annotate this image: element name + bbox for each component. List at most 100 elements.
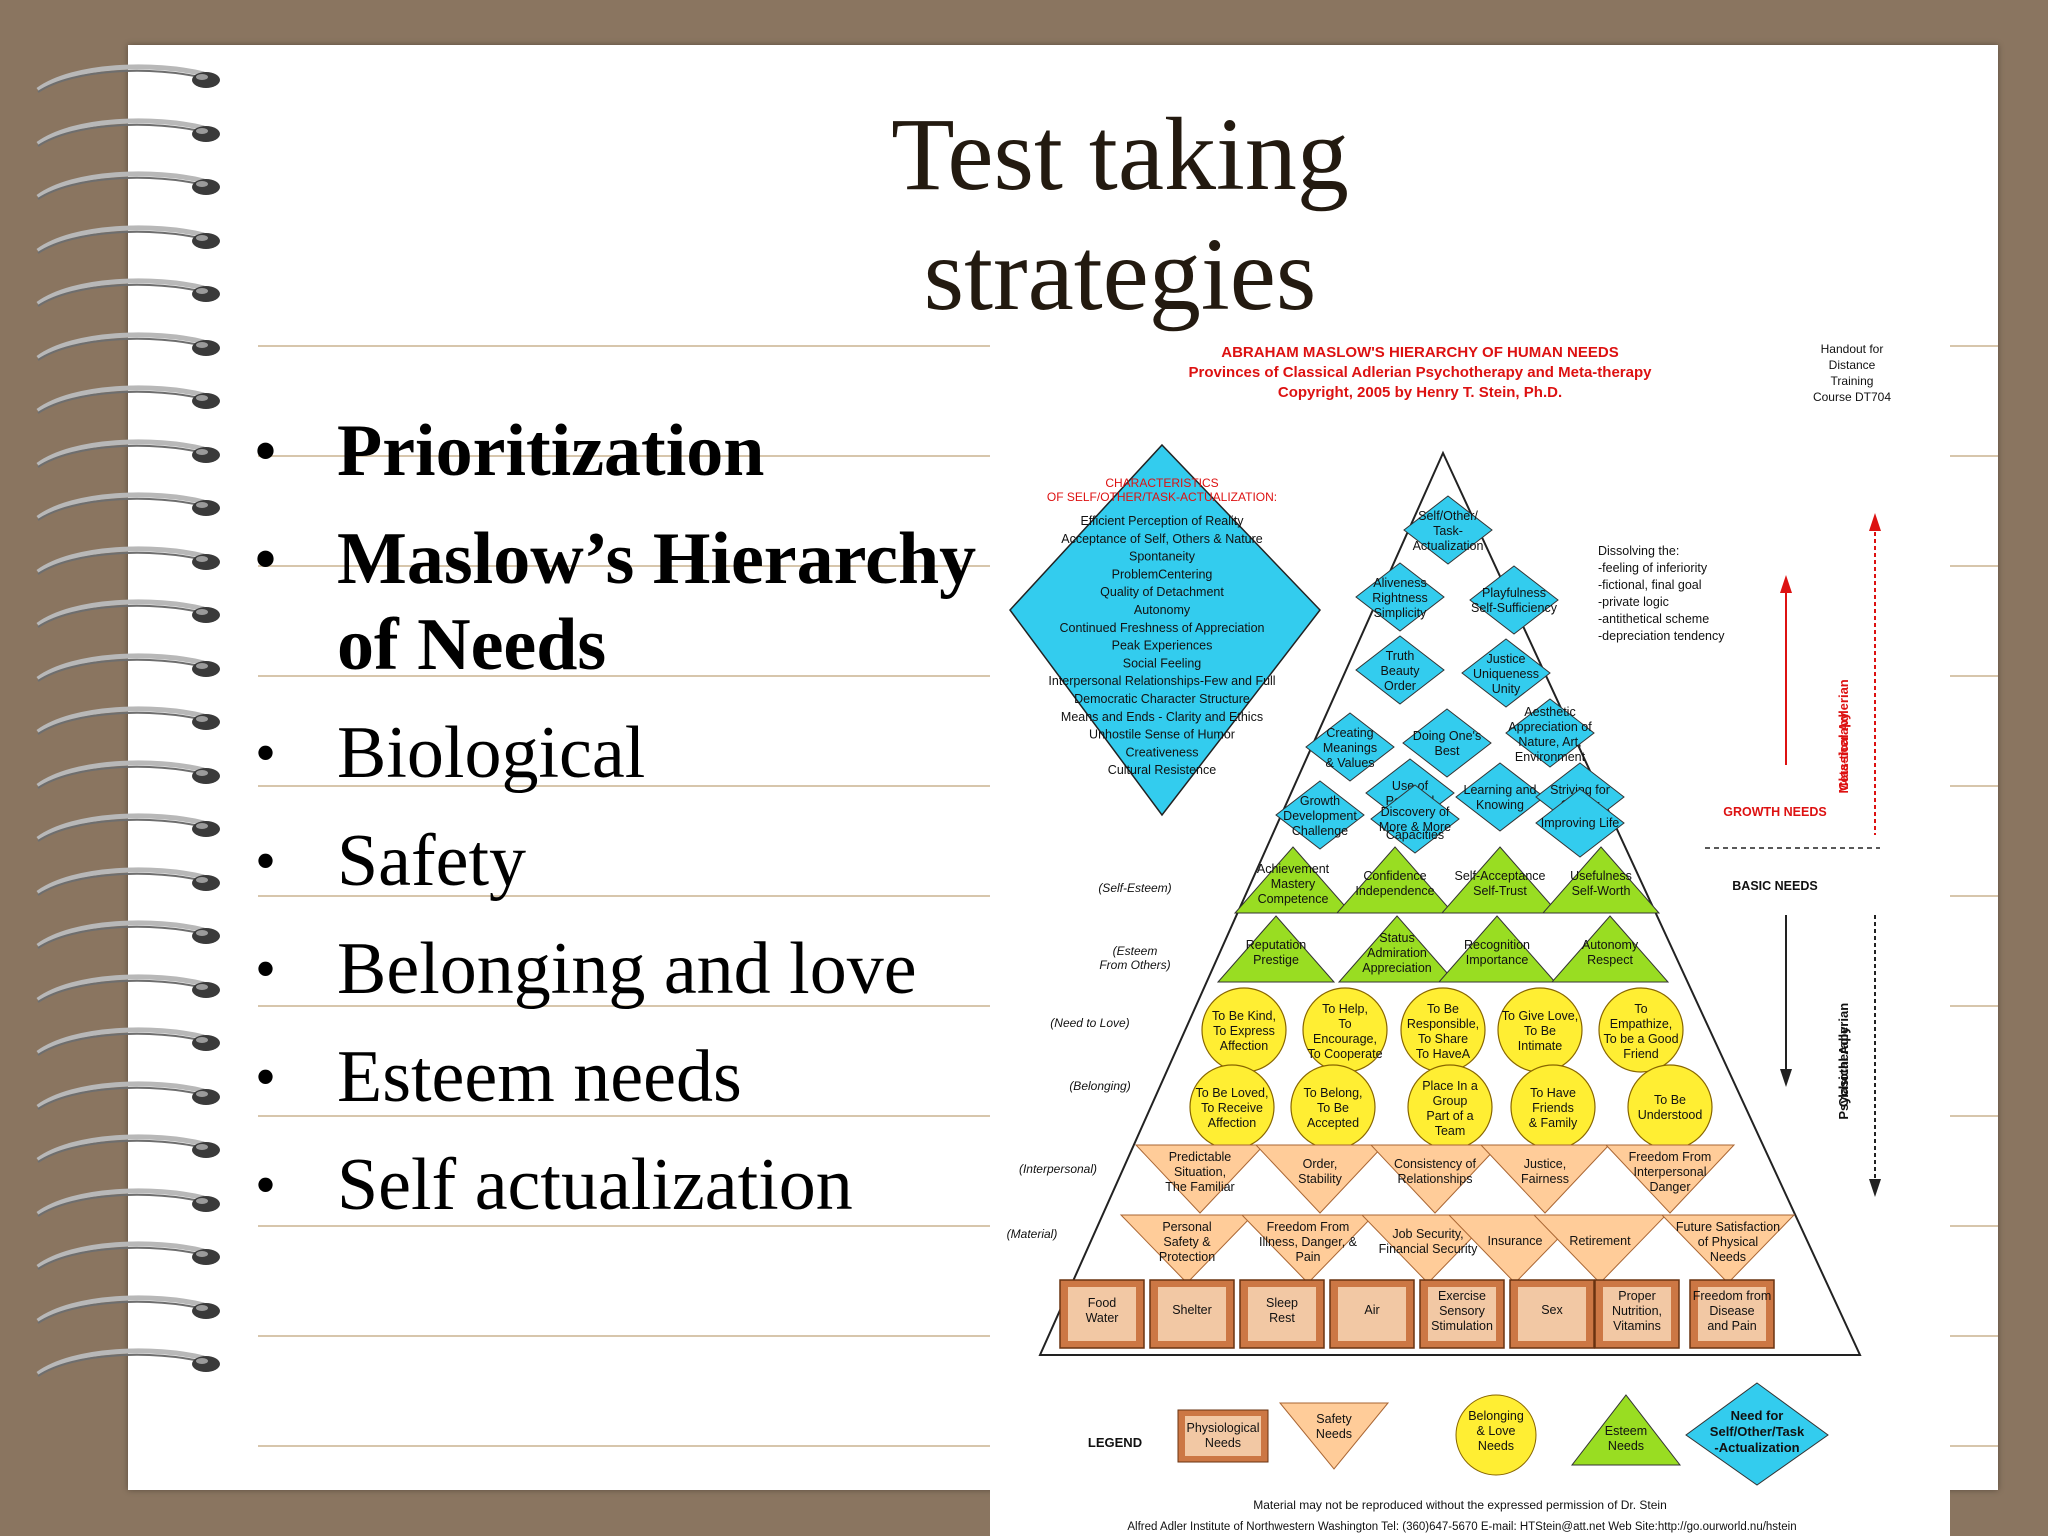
love-need-label: To Give Love, — [1502, 1009, 1578, 1023]
physiological-need-inner — [1248, 1287, 1316, 1341]
footer-contact: Alfred Adler Institute of Northwestern W… — [1127, 1521, 1796, 1533]
belonging-need-label: & Family — [1529, 1116, 1578, 1130]
characteristics-item: Efficient Perception of Reality — [1080, 514, 1244, 528]
interpersonal-need-label: Interpersonal — [1634, 1165, 1707, 1179]
bullet-item: •Self actualization — [255, 1142, 1015, 1228]
love-need-label: Empathize, — [1610, 1017, 1673, 1031]
growth-need-diamond — [1455, 762, 1545, 832]
growth-need-label: Beauty — [1381, 664, 1421, 678]
physiological-need-inner — [1338, 1287, 1406, 1341]
esteem-others-label: Recognition — [1464, 938, 1530, 952]
meta-therapy-label: Classical Adlerian — [1836, 679, 1851, 791]
love-need-label: To Be — [1524, 1024, 1556, 1038]
binding-ring — [34, 1184, 224, 1230]
growth-need-diamond — [1461, 638, 1551, 708]
characteristics-item: Unhostile Sense of Humor — [1089, 728, 1235, 742]
love-need-label: Encourage, — [1313, 1032, 1377, 1046]
legend-label: LEGEND — [1088, 1435, 1142, 1450]
love-need-label: To Express — [1213, 1024, 1275, 1038]
dissolving-item: -private logic — [1598, 595, 1669, 609]
spiral-binding — [0, 0, 230, 1536]
bullet-text: Safety — [337, 820, 527, 902]
material-need-label: Job Security, — [1392, 1227, 1463, 1241]
material-need-label: Future Satisfaction — [1676, 1220, 1780, 1234]
dissolving-item: Dissolving the: — [1598, 544, 1679, 558]
esteem-need-triangle — [1440, 846, 1560, 914]
psychotherapy-label: Psychotherapy — [1836, 1026, 1851, 1120]
physiological-need-label: and Pain — [1707, 1319, 1756, 1333]
growth-need-label: Improving Life — [1541, 816, 1620, 830]
safety-need-triangle — [1119, 1214, 1255, 1284]
growth-need-label: Simplicity — [1374, 606, 1428, 620]
legend-safety-triangle — [1278, 1402, 1390, 1470]
growth-need-label: Aliveness — [1373, 576, 1427, 590]
binding-ring — [34, 435, 224, 481]
legend-belonging-circle — [1455, 1394, 1537, 1476]
legend-safety-label: Safety — [1316, 1412, 1352, 1426]
handout-label: Handout for — [1821, 342, 1884, 356]
love-need-label: To Be Kind, — [1212, 1009, 1276, 1023]
love-need-label: Intimate — [1518, 1039, 1563, 1053]
dissolving-item: -antithetical scheme — [1598, 612, 1709, 626]
characteristics-item: Spontaneity — [1129, 550, 1196, 564]
handout-label: Distance — [1829, 358, 1876, 372]
slide-title: Test taking strategies — [720, 95, 1520, 335]
legend-esteem-label: Needs — [1608, 1439, 1644, 1453]
growth-need-diamond — [1355, 562, 1445, 632]
binding-ring — [34, 488, 224, 534]
belonging-need-label: Affection — [1208, 1116, 1256, 1130]
esteem-need-triangle — [1550, 915, 1670, 983]
row-label: From Others) — [1099, 958, 1170, 972]
legend-actualization-diamond — [1685, 1382, 1829, 1486]
binding-ring — [34, 649, 224, 695]
love-need-label: To Cooperate — [1307, 1047, 1382, 1061]
binding-ring — [34, 916, 224, 962]
bullet-item: •Biological — [255, 710, 1015, 796]
binding-ring — [34, 381, 224, 427]
material-need-label: Safety & — [1163, 1235, 1211, 1249]
growth-need-label: Capacities — [1386, 828, 1444, 842]
binding-ring — [34, 1291, 224, 1337]
physiological-need-label: Disease — [1709, 1304, 1754, 1318]
material-need-label: Financial Security — [1379, 1242, 1478, 1256]
self-esteem-label: Independence — [1355, 884, 1434, 898]
self-esteem-label: Self-Worth — [1572, 884, 1631, 898]
physiological-need-inner — [1158, 1287, 1226, 1341]
growth-need-label: Meanings — [1323, 741, 1377, 755]
growth-need-diamond — [1402, 708, 1492, 778]
bullet-item: •Safety — [255, 818, 1015, 904]
up-arrow-icon — [1780, 575, 1792, 593]
diagram-subtitle: Provinces of Classical Adlerian Psychoth… — [1189, 364, 1653, 381]
binding-ring — [34, 702, 224, 748]
diagram-title: ABRAHAM MASLOW'S HIERARCHY OF HUMAN NEED… — [1221, 344, 1618, 361]
characteristics-diamond — [1009, 443, 1321, 817]
characteristics-heading: CHARACTERISTICS — [1105, 476, 1218, 490]
growth-need-diamond — [1505, 698, 1595, 768]
material-need-label: Protection — [1159, 1250, 1215, 1264]
growth-need-label: Justice — [1487, 652, 1526, 666]
characteristics-item: Creativeness — [1126, 745, 1199, 759]
physiological-need-label: Freedom from — [1693, 1289, 1772, 1303]
physiological-need-label: Vitamins — [1613, 1319, 1661, 1333]
legend-actualization-label: -Actualization — [1714, 1440, 1799, 1455]
physiological-need-label: Proper — [1618, 1289, 1656, 1303]
esteem-need-triangle — [1337, 915, 1457, 983]
title-line-2: strategies — [923, 217, 1317, 332]
interpersonal-need-label: Danger — [1650, 1180, 1691, 1194]
physiological-need-inner — [1518, 1287, 1586, 1341]
belonging-need-label: Part of a — [1426, 1109, 1473, 1123]
growth-need-label: Creating — [1326, 726, 1373, 740]
belonging-need-label: To Be — [1317, 1101, 1349, 1115]
binding-ring — [34, 328, 224, 374]
safety-need-triangle — [1447, 1214, 1583, 1284]
binding-ring — [34, 167, 224, 213]
legend-physiological-inner — [1185, 1416, 1261, 1456]
material-need-label: Pain — [1295, 1250, 1320, 1264]
psychotherapy-label: Clasical Adlerian — [1836, 1003, 1851, 1107]
title-line-1: Test taking — [891, 97, 1349, 212]
bullet-dot: • — [255, 1152, 277, 1218]
safety-need-triangle — [1134, 1144, 1266, 1214]
characteristics-item: ProblemCentering — [1112, 567, 1213, 581]
material-need-label: Personal — [1162, 1220, 1211, 1234]
binding-ring — [34, 1237, 224, 1283]
